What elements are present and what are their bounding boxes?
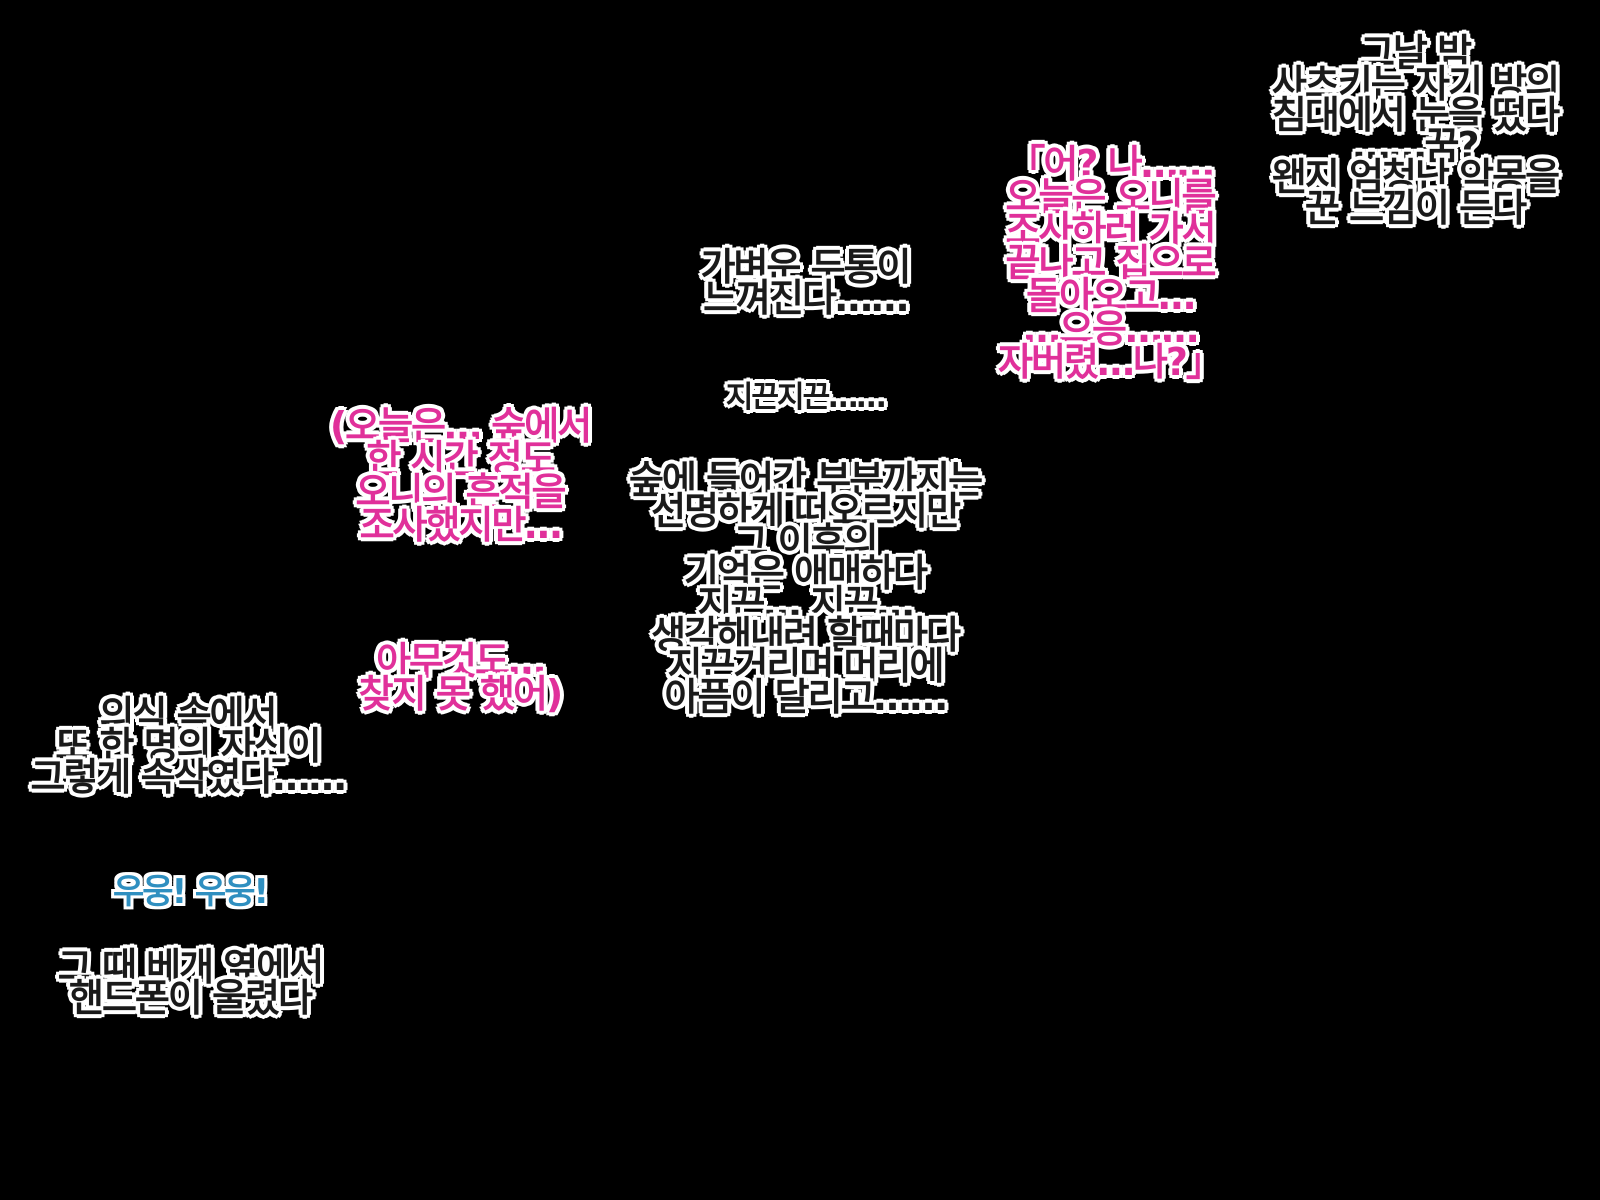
narration-line: 그 이후의 (733, 520, 878, 564)
narration-phone: 그 때 베개 옆에서 핸드폰이 울렸다 (40, 945, 340, 1020)
thought-line: 찾지 못 했어) (358, 672, 564, 716)
thought-line: (오늘은… 숲에서 (329, 404, 592, 448)
dialogue-satsuki-waking: 「어? 나…… 오늘은 오니를 조사하러 가서 끝나고 집으로 돌아오고… …으… (985, 142, 1235, 384)
narration-line: 꾼 느낌이 든다 (1304, 186, 1527, 230)
narration-line: 왠지 엄청난 악몽을 (1271, 155, 1560, 199)
narration-line: 침대에서 눈을 떴다 (1271, 93, 1560, 137)
narration-line: 가벼운 두통이 (700, 245, 912, 289)
sfx-line: 지끈지끈…… (725, 380, 886, 415)
thought-found-nothing: 아무것도… 찾지 못 했어) (330, 639, 590, 716)
dialogue-line: 돌아오고… (1026, 274, 1196, 318)
dialogue-line: 오늘은 오니를 (1005, 175, 1217, 219)
dialogue-line: …으응…… (1023, 307, 1199, 351)
thought-line: 조사했지만… (359, 503, 563, 547)
thought-line: 아무것도… (376, 639, 546, 683)
narration-line: 그렇게 속삭였다…… (30, 755, 347, 799)
narration-line: 숲에 들어간 부분까지는 (628, 458, 983, 502)
narration-memory: 숲에 들어간 부분까지는 선명하게 떠오르지만 그 이후의 기억은 애매하다 지… (610, 458, 1000, 719)
dialogue-line: 「어? 나…… (1007, 142, 1214, 186)
narration-line: ……꿈? (1352, 124, 1479, 168)
narration-line: 의식 속에서 (99, 693, 277, 737)
narration-line: 지끈… 지끈… (697, 582, 914, 626)
narration-line: 생각해내려 할때마다 (651, 613, 961, 657)
narration-line: 사츠키는 자기 방의 (1271, 62, 1560, 106)
narration-line: 그 때 베개 옆에서 (57, 945, 324, 989)
narration-line: 지끈거리며 머리에 (667, 644, 945, 688)
narration-headache: 가벼운 두통이 느껴진다…… (680, 245, 930, 320)
narration-line: 아픔이 달리고…… (664, 675, 948, 719)
narration-line: 선명하게 떠오르지만 (651, 489, 961, 533)
dialogue-line: 끝나고 집으로 (1005, 241, 1217, 285)
thought-line: 오니의 흔적을 (355, 470, 567, 514)
dialogue-line: 조사하러 가서 (1005, 208, 1217, 252)
thought-forest-search: (오늘은… 숲에서 한 시간 정도 오니의 흔적을 조사했지만… (315, 404, 605, 547)
narration-line: 느껴진다…… (703, 276, 909, 320)
sfx-throb: 지끈지끈…… (685, 382, 925, 413)
narration-whisper: 의식 속에서 또 한 명의 자신이 그렇게 속삭였다…… (15, 693, 360, 799)
narration-line: 그날 밤 (1359, 31, 1472, 75)
sfx-phone-buzz: 우웅! 우웅! (95, 875, 285, 909)
dialogue-line: 자버렸…나?」 (998, 340, 1224, 384)
narration-night: 그날 밤 사츠키는 자기 방의 침대에서 눈을 떴다 ……꿈? 왠지 엄청난 악… (1250, 31, 1580, 230)
narration-line: 핸드폰이 울렸다 (69, 976, 313, 1020)
thought-line: 한 시간 정도 (366, 437, 555, 481)
sfx-line: 우웅! 우웅! (113, 872, 269, 912)
narration-line: 또 한 명의 자신이 (55, 724, 321, 768)
narration-line: 기억은 애매하다 (684, 551, 928, 595)
